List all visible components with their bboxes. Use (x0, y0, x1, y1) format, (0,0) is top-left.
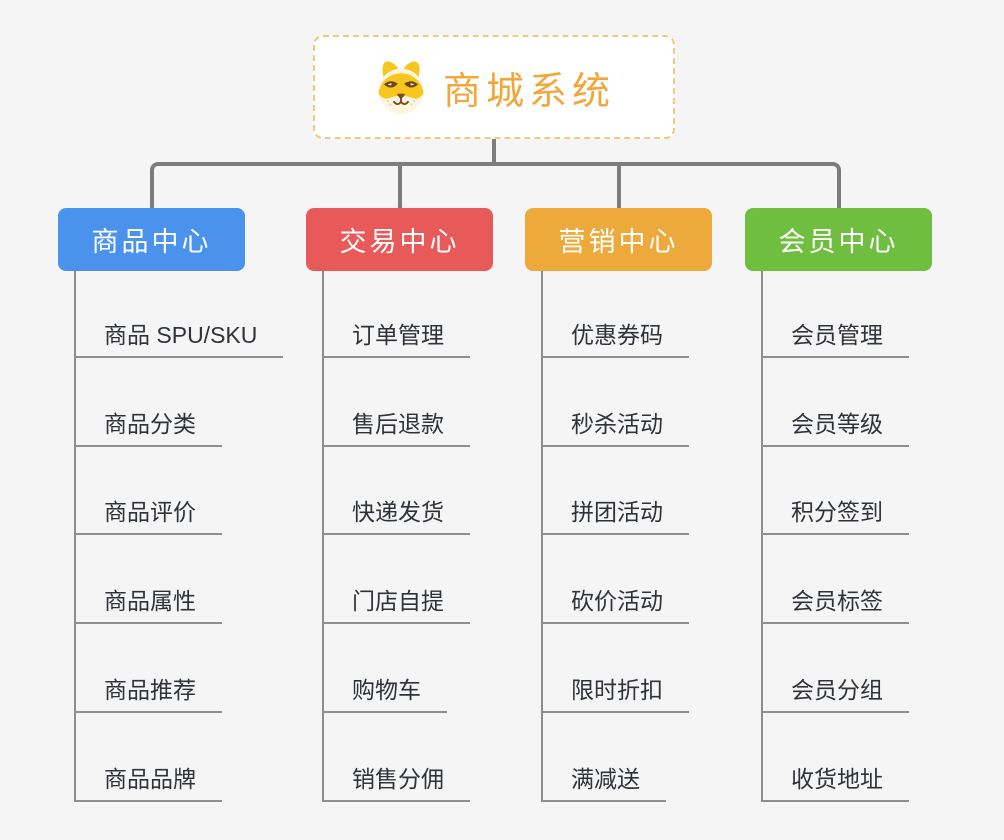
connector-branch-drop (617, 162, 621, 212)
leaf-node-after-sales-refund[interactable]: 售后退款 (322, 405, 470, 447)
branch-node-member-center[interactable]: 会员中心 (745, 208, 932, 271)
connector-branch-drop (398, 162, 402, 212)
leaf-node-shopping-cart[interactable]: 购物车 (322, 671, 447, 713)
branch-node-trade-center[interactable]: 交易中心 (306, 208, 493, 271)
leaf-node-member-management[interactable]: 会员管理 (761, 316, 909, 358)
leaf-node-express-delivery[interactable]: 快递发货 (322, 493, 470, 535)
connector-elbow-left (150, 162, 164, 212)
leaf-node-member-group[interactable]: 会员分组 (761, 671, 909, 713)
connector-bus (160, 162, 831, 166)
dog-face-icon (378, 61, 424, 115)
leaf-node-group-buy[interactable]: 拼团活动 (541, 493, 689, 535)
leaf-node-product-review[interactable]: 商品评价 (74, 493, 222, 535)
leaf-node-store-pickup[interactable]: 门店自提 (322, 582, 470, 624)
leaf-node-coupon-code[interactable]: 优惠券码 (541, 316, 689, 358)
leaf-node-product-recommend[interactable]: 商品推荐 (74, 671, 222, 713)
leaf-node-full-reduction-gift[interactable]: 满减送 (541, 760, 666, 802)
connector-root-drop (492, 139, 496, 166)
connector-vline-member-center (761, 271, 763, 802)
connector-vline-marketing-center (541, 271, 543, 802)
leaf-node-sales-commission[interactable]: 销售分佣 (322, 760, 470, 802)
leaf-node-product-attribute[interactable]: 商品属性 (74, 582, 222, 624)
branch-node-marketing-center[interactable]: 营销中心 (525, 208, 712, 271)
leaf-node-points-checkin[interactable]: 积分签到 (761, 493, 909, 535)
leaf-node-product-brand[interactable]: 商品品牌 (74, 760, 222, 802)
leaf-node-flash-sale[interactable]: 秒杀活动 (541, 405, 689, 447)
connector-vline-trade-center (322, 271, 324, 802)
connector-vline-product-center (74, 271, 76, 802)
root-node[interactable]: 商城系统 (313, 35, 675, 139)
branch-node-product-center[interactable]: 商品中心 (58, 208, 245, 271)
leaf-node-product-category[interactable]: 商品分类 (74, 405, 222, 447)
connector-elbow-right (827, 162, 841, 212)
leaf-node-bargain-activity[interactable]: 砍价活动 (541, 582, 689, 624)
leaf-node-member-tag[interactable]: 会员标签 (761, 582, 909, 624)
root-title: 商城系统 (442, 70, 615, 113)
leaf-node-order-management[interactable]: 订单管理 (322, 316, 470, 358)
leaf-node-limited-time-discount[interactable]: 限时折扣 (541, 671, 689, 713)
leaf-node-product-spu-sku[interactable]: 商品 SPU/SKU (74, 316, 284, 358)
leaf-node-member-level[interactable]: 会员等级 (761, 405, 909, 447)
leaf-node-shipping-address[interactable]: 收货地址 (761, 760, 909, 802)
